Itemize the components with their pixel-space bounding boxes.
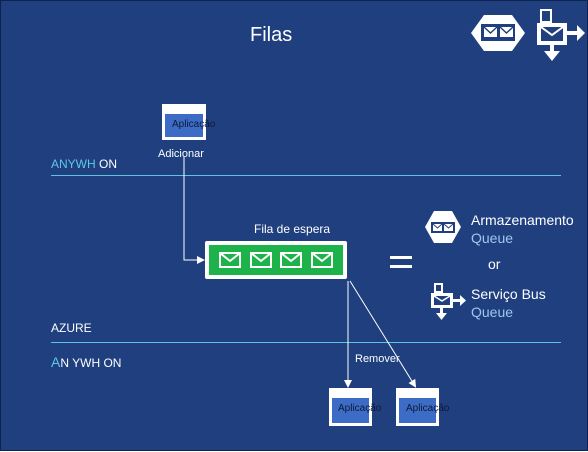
remove-arrow-2: [349, 280, 417, 388]
bottom-application-label-1: Aplicação: [338, 403, 382, 414]
zone-bottom-cyan: A: [51, 354, 61, 370]
top-application-label: Aplicação: [172, 119, 216, 130]
zone-bottom-label: AN YWH ON: [51, 355, 121, 369]
zone-azure-label: AZURE: [51, 321, 92, 335]
equals-top-bar: [390, 256, 412, 259]
zone-top-divider: [51, 175, 561, 176]
legend-storage-title: Armazenamento: [471, 212, 574, 228]
bottom-application-box-2: [396, 388, 439, 426]
legend-or: or: [488, 256, 501, 272]
add-arrow: [183, 157, 205, 264]
remove-label: Remover: [355, 353, 400, 365]
queue-label: Fila de espera: [254, 222, 331, 236]
equals-bottom-bar: [390, 265, 412, 268]
storage-hexagon-icon: [425, 211, 461, 243]
queue-messages: [209, 245, 343, 275]
legend-servicebus-title: Serviço Bus: [471, 286, 546, 302]
service-bus-envelope-icon: [537, 9, 585, 61]
app-body: [165, 114, 203, 137]
envelope-icon: [219, 252, 242, 268]
queue-box: [205, 241, 347, 279]
bottom-application-label-2: Aplicação: [406, 403, 450, 414]
legend-servicebus-subtitle: Queue: [471, 304, 514, 320]
zone-bottom-divider: [51, 342, 561, 343]
zone-top-label: ANYWH ON: [51, 158, 117, 170]
zone-top-cyan: ANYWH: [51, 157, 96, 171]
legend-storage-subtitle: Queue: [471, 230, 514, 246]
zone-top-white: ON: [99, 157, 118, 171]
top-application-box: [162, 104, 206, 140]
bottom-application-box-1: [329, 388, 372, 426]
add-label: Adicionar: [158, 148, 204, 160]
storage-hexagon-icon: [471, 15, 525, 51]
envelope-icon: [280, 252, 303, 268]
service-bus-envelope-icon: [431, 283, 466, 320]
envelope-icon: [249, 252, 272, 268]
app-body: [399, 398, 436, 423]
diagram-title: Filas: [250, 24, 293, 46]
envelope-icon: [310, 252, 333, 268]
zone-bottom-white: N YWH ON: [60, 356, 122, 370]
app-body: [332, 398, 369, 423]
